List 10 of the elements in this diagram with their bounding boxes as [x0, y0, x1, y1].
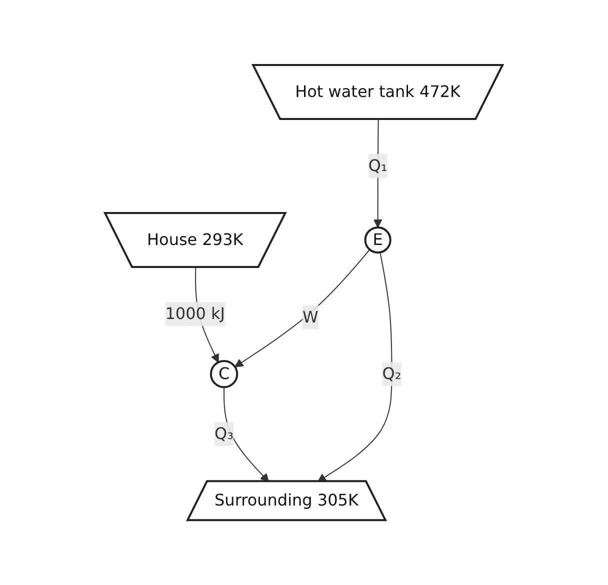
arrow	[224, 386, 270, 482]
arrow	[234, 249, 370, 368]
arrow	[318, 252, 392, 482]
node-circle: E	[364, 226, 392, 254]
node-circle: C	[210, 360, 238, 388]
edge-label: Q₁	[368, 156, 388, 175]
edge-label: W	[302, 307, 319, 326]
edge-label: Q₃	[214, 424, 234, 444]
edge-label: 1000 kJ	[165, 304, 226, 323]
edge-label: Q₂	[382, 364, 402, 383]
